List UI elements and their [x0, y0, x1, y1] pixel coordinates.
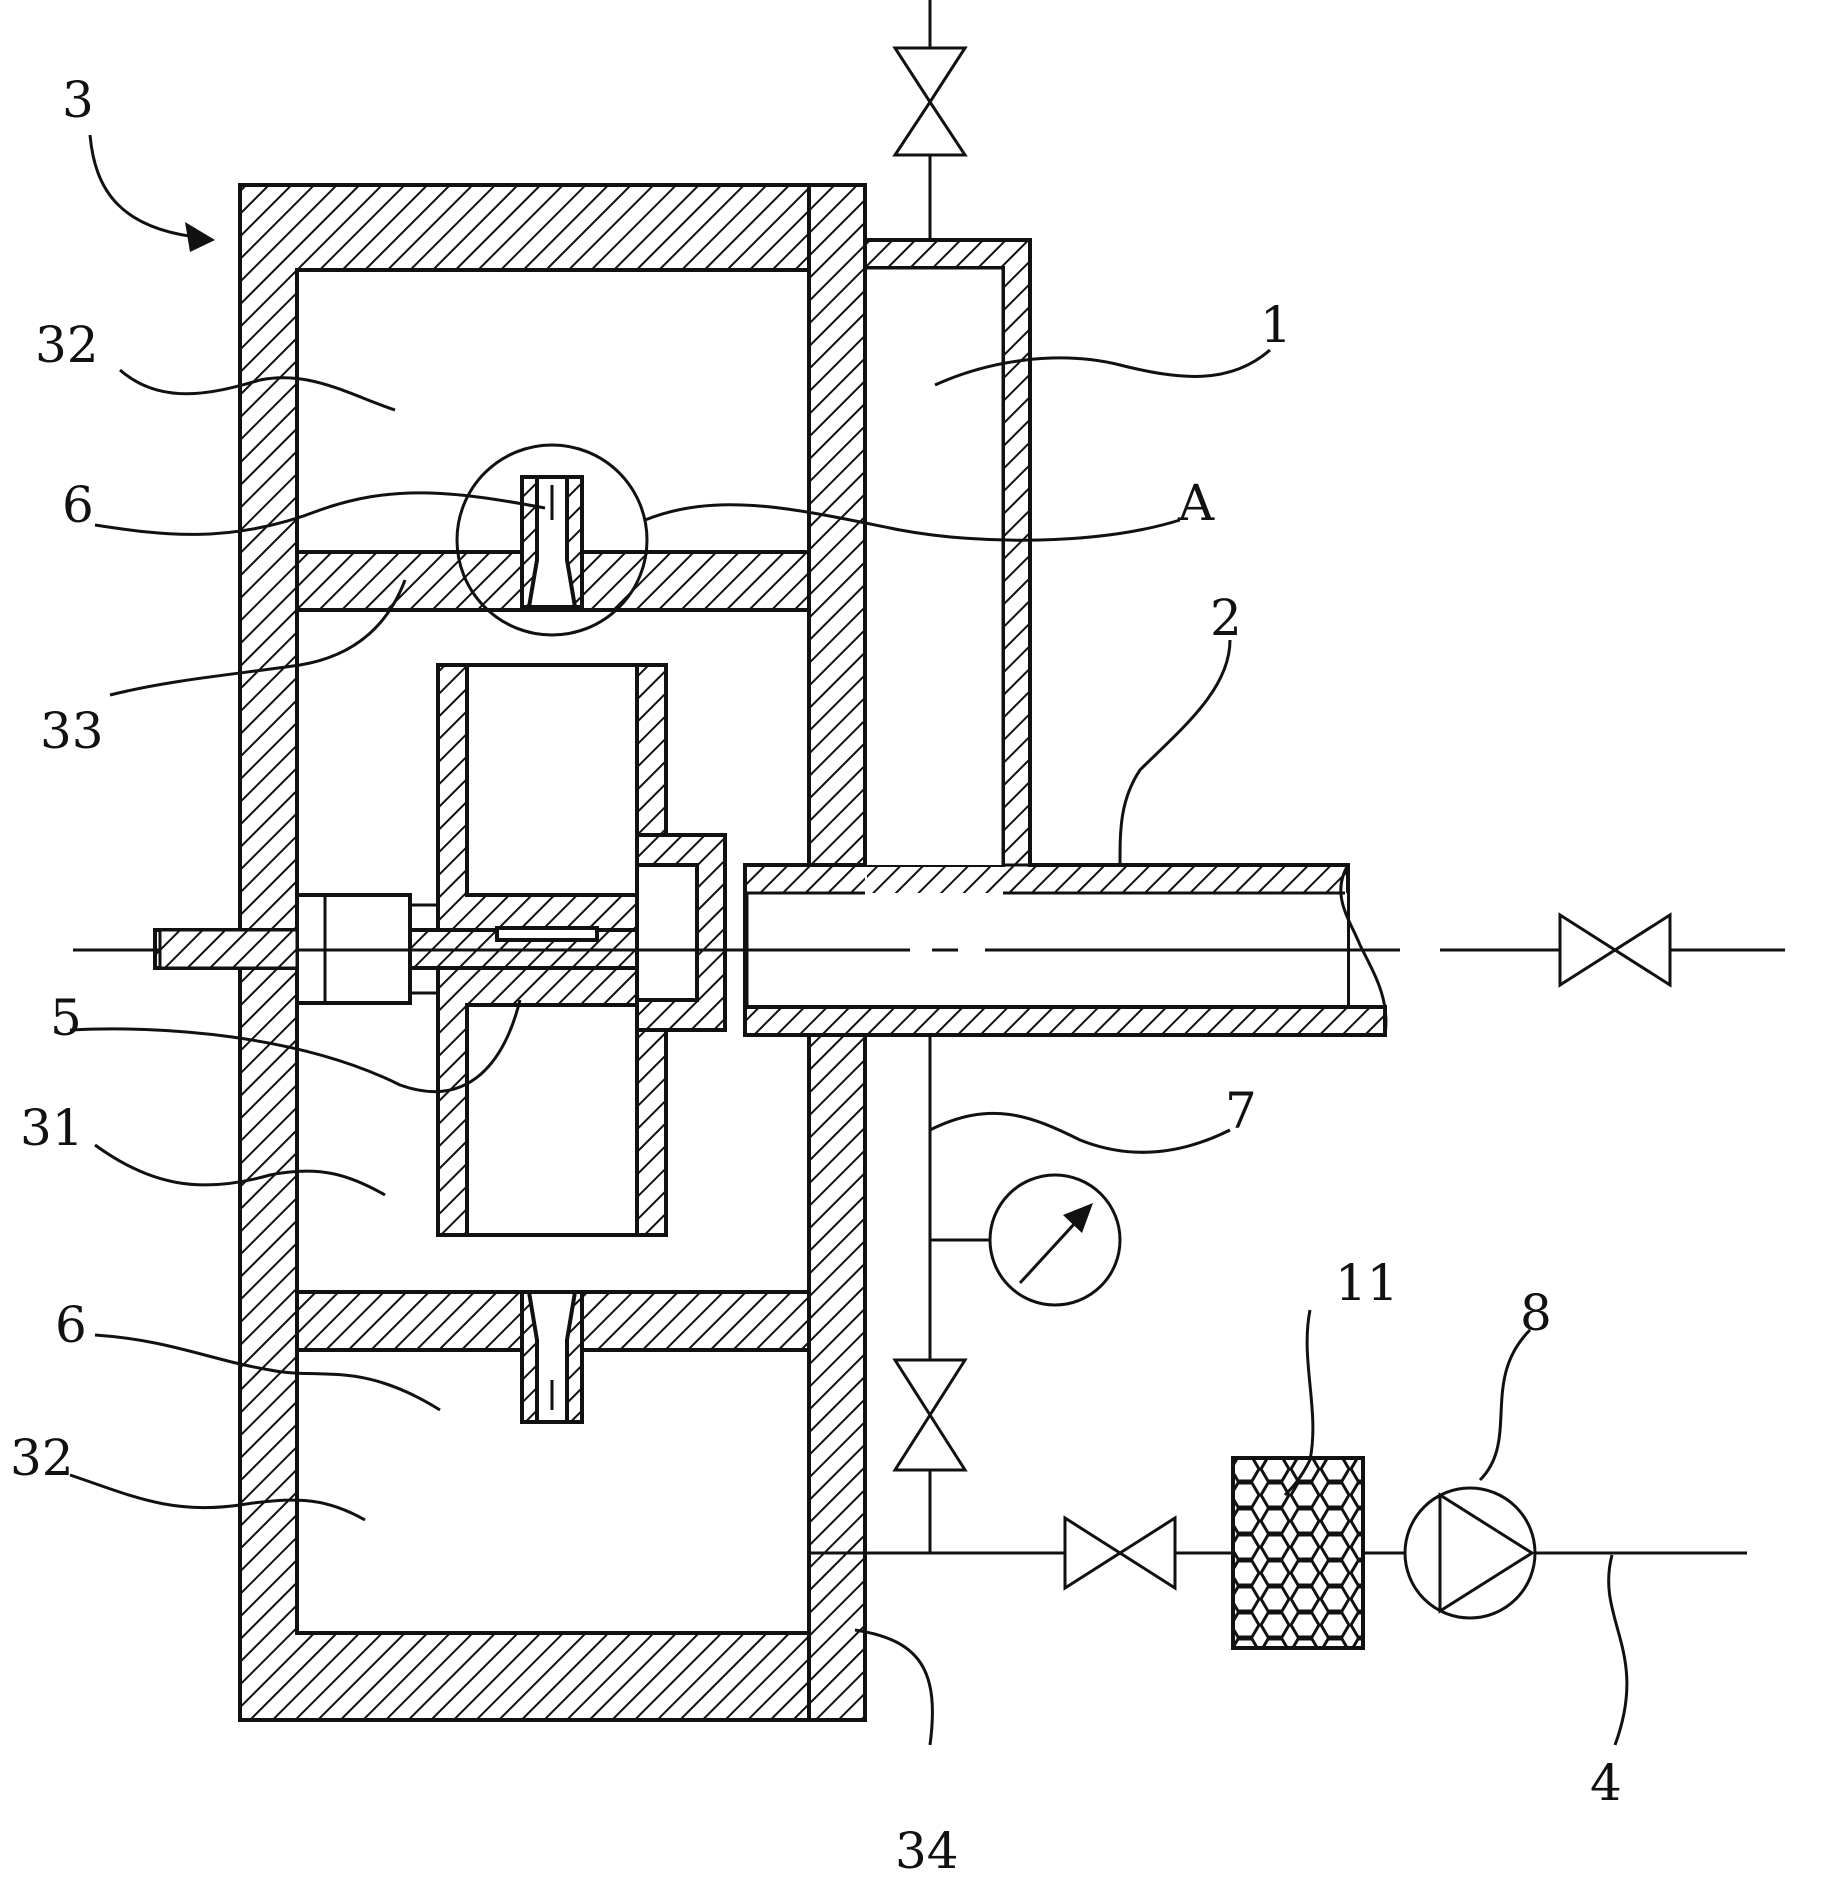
gauge-needle-arrow-icon — [1063, 1203, 1093, 1233]
label-4: 4 — [1590, 1754, 1622, 1812]
rotor-cavity-upper — [465, 663, 639, 897]
labels: 3 32 6 A 1 2 33 5 31 7 11 8 6 32 4 34 — [10, 71, 1622, 1880]
detail-circle-a — [455, 443, 649, 637]
bottom-line — [809, 1456, 1747, 1650]
top-valve — [892, 0, 968, 240]
label-6-top: 6 — [62, 476, 94, 534]
branch-line-7 — [892, 1035, 1122, 1553]
label-31: 31 — [20, 1099, 84, 1157]
label-5: 5 — [50, 989, 82, 1047]
pipe-2-bottom-wall — [743, 1005, 1387, 1037]
rotor-hub-bore — [635, 863, 699, 1002]
label-33: 33 — [40, 702, 104, 760]
housing-shaft-opening — [158, 928, 299, 970]
shaft-keyway — [495, 926, 599, 942]
label-2: 2 — [1210, 589, 1242, 647]
label-6-bottom: 6 — [55, 1296, 87, 1354]
pump-arrow-icon — [1438, 1492, 1535, 1614]
pressure-gauge-icon — [988, 1173, 1122, 1307]
label-1: 1 — [1260, 296, 1292, 354]
filter-11 — [1231, 1456, 1365, 1650]
bottom-valve-icon — [1063, 1515, 1123, 1591]
label-3: 3 — [62, 71, 94, 129]
label-34: 34 — [895, 1822, 959, 1880]
label-7: 7 — [1225, 1082, 1257, 1140]
label-8: 8 — [1520, 1284, 1552, 1342]
leader-lines — [69, 134, 1629, 1746]
label-11: 11 — [1335, 1254, 1399, 1312]
rotor-cavity-lower — [465, 1003, 639, 1237]
label-32-top: 32 — [35, 316, 99, 374]
pump-8-icon — [1403, 1486, 1537, 1620]
label-a: A — [1177, 474, 1215, 532]
nozzle-lower — [520, 1290, 584, 1424]
nozzle-upper — [520, 475, 584, 609]
axis-valve — [1558, 912, 1672, 988]
label-32-bottom: 32 — [10, 1429, 74, 1487]
